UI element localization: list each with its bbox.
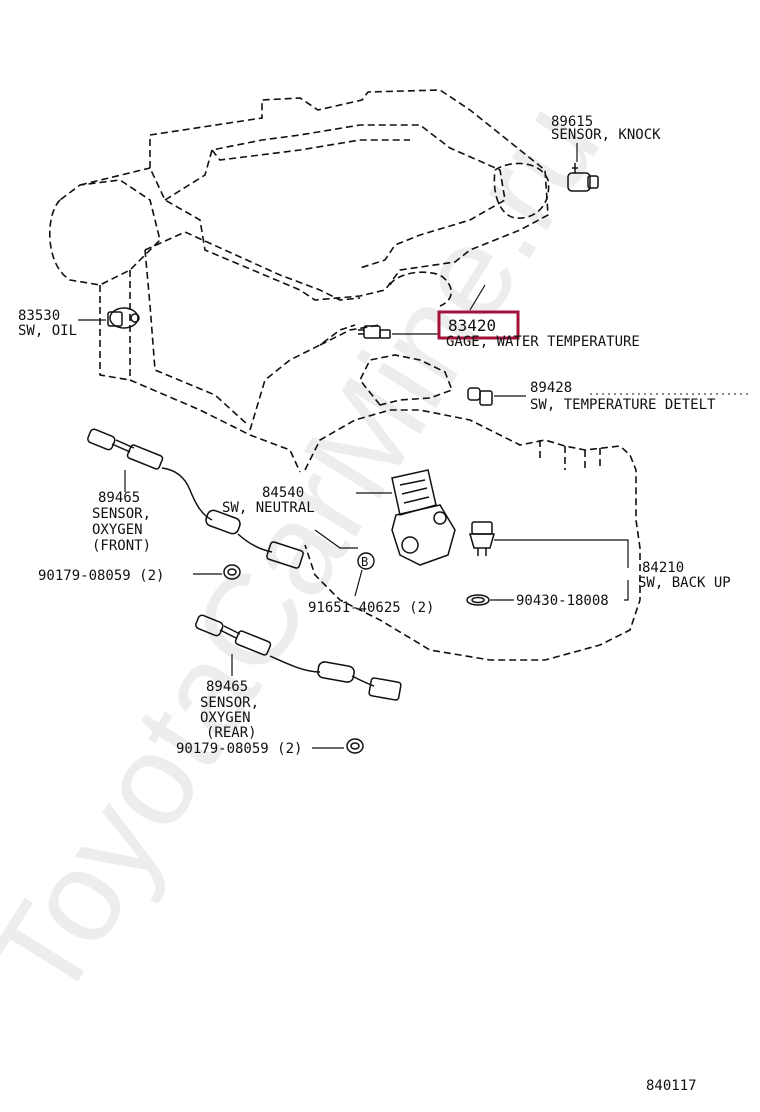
oxygen-front-line3: (FRONT) <box>92 538 151 554</box>
neutral-switch-part[interactable] <box>391 469 456 566</box>
oil-switch-part[interactable] <box>107 307 140 329</box>
temp-detect-number[interactable]: 89428 <box>530 380 572 396</box>
nut-front-text[interactable]: 90179-08059 (2) <box>38 568 164 584</box>
bolt-text[interactable]: 91651-40625 (2) <box>308 600 434 616</box>
knock-number[interactable]: 89615 <box>551 114 593 130</box>
water-temp-leader-2 <box>469 284 486 311</box>
diagram-id: 840117 <box>646 1078 697 1094</box>
knock-name: SENSOR, KNOCK <box>551 127 661 143</box>
water-temp-name: GAGE, WATER TEMPERATURE <box>446 334 640 350</box>
oxygen-front-line1: SENSOR, <box>92 506 151 522</box>
bolt-leader <box>354 569 363 597</box>
gasket-part[interactable] <box>466 594 490 606</box>
oxygen-rear-line3: (REAR) <box>206 725 257 741</box>
oxygen-rear-line1: SENSOR, <box>200 695 259 711</box>
water-temp-gage-part[interactable] <box>358 325 391 339</box>
oxygen-front-line2: OXYGEN <box>92 522 143 538</box>
back-up-leader-2 <box>624 580 629 601</box>
oxygen-sensor-front-part[interactable] <box>87 428 304 569</box>
back-up-switch-part[interactable] <box>469 521 495 556</box>
knock-sensor-part[interactable] <box>567 163 599 192</box>
neutral-leader-2 <box>314 529 358 549</box>
bolt-marker[interactable]: B <box>357 552 375 570</box>
bolt-mark-text: B <box>361 555 368 569</box>
engine-outline <box>48 89 641 661</box>
back-up-leader <box>494 539 629 568</box>
nut-rear-text[interactable]: 90179-08059 (2) <box>176 741 302 757</box>
oil-number[interactable]: 83530 <box>18 308 60 324</box>
temp-detect-name: SW, TEMPERATURE DETELT <box>530 397 716 413</box>
back-up-name: SW, BACK UP <box>638 575 731 591</box>
oxygen-sensor-rear-part[interactable] <box>195 614 402 701</box>
oxygen-front-number[interactable]: 89465 <box>98 490 140 506</box>
nut-rear-part[interactable] <box>346 738 364 754</box>
water-temp-number[interactable]: 83420 <box>448 316 496 335</box>
temp-detect-switch-part[interactable] <box>467 387 493 406</box>
labels: 89615 SENSOR, KNOCK 83530 SW, OIL 83420 … <box>18 114 731 1094</box>
nut-front-part[interactable] <box>223 564 241 580</box>
oil-name: SW, OIL <box>18 323 77 339</box>
highlight-box <box>437 310 520 340</box>
oxygen-rear-number[interactable]: 89465 <box>206 679 248 695</box>
back-up-number[interactable]: 84210 <box>642 560 684 576</box>
neutral-name: SW, NEUTRAL <box>222 500 315 516</box>
oxygen-rear-line2: OXYGEN <box>200 710 251 726</box>
neutral-number[interactable]: 84540 <box>262 485 304 501</box>
gasket-text[interactable]: 90430-18008 <box>516 593 609 609</box>
